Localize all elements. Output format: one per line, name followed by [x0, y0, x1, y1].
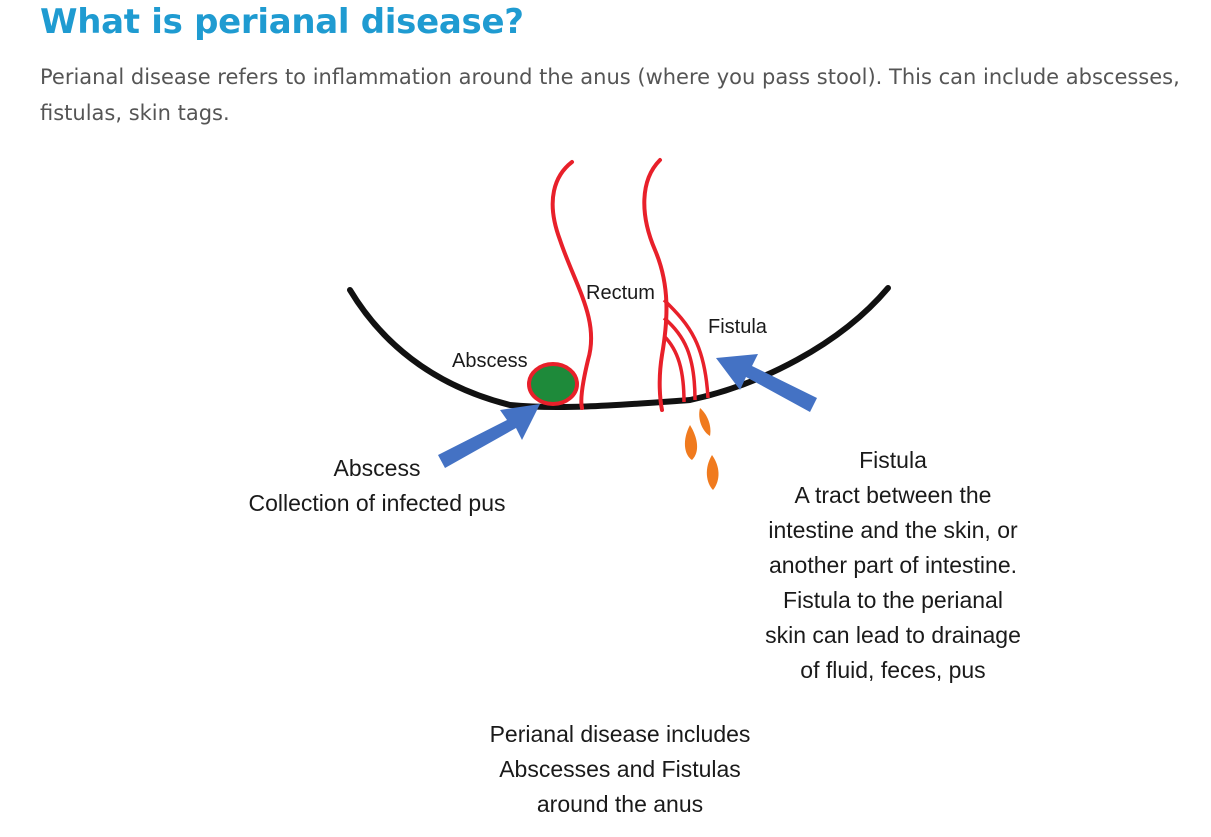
drainage-drop-1 [684, 425, 698, 460]
fistula-caption-line: Fistula [859, 447, 927, 473]
fistula-caption-line: of fluid, feces, pus [800, 657, 985, 683]
fistula-arrow [716, 354, 817, 412]
abscess-caption-desc: Collection of infected pus [249, 490, 506, 516]
rectum-right-wall [642, 158, 669, 412]
fistula-caption-line: another part of intestine. [769, 552, 1017, 578]
fistula-small-label: Fistula [708, 316, 768, 338]
abscess-blob [527, 362, 579, 406]
skin-line [347, 285, 891, 411]
abscess-small-label: Abscess [452, 350, 528, 372]
bottom-caption-line: Abscesses and Fistulas [499, 756, 741, 782]
intro-paragraph: Perianal disease refers to inflammation … [40, 65, 1180, 125]
fistula-caption-line: skin can lead to drainage [765, 622, 1021, 648]
bottom-caption-line: around the anus [537, 791, 703, 817]
fistula-tract-3 [662, 334, 686, 403]
fistula-tract-2 [662, 316, 697, 401]
fistula-tract-1 [662, 298, 710, 399]
rectum-left-wall [550, 160, 594, 410]
bottom-caption-line: Perianal disease includes [490, 721, 751, 747]
fistula-caption-line: A tract between the [795, 482, 992, 508]
abscess-arrow [438, 404, 540, 468]
page-title: What is perianal disease? [40, 2, 524, 42]
drainage-drop-3 [706, 455, 719, 490]
rectum-label: Rectum [586, 282, 655, 304]
fistula-caption-line: Fistula to the perianal [783, 587, 1003, 613]
fistula-caption-line: intestine and the skin, or [768, 517, 1018, 543]
abscess-caption-title: Abscess [334, 455, 421, 481]
drainage-drop-2 [699, 408, 711, 436]
